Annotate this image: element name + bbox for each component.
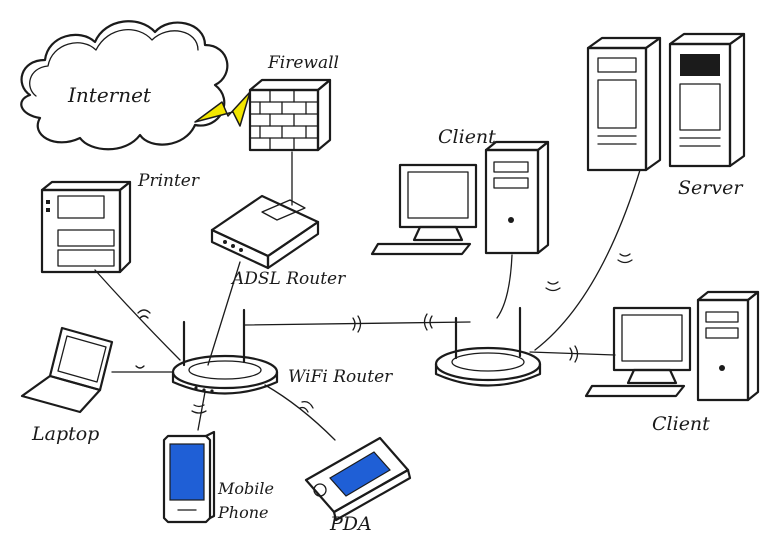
mobile-label-line1: Mobile — [217, 479, 274, 498]
wifi-router-icon — [171, 308, 279, 395]
adsl-router-label: ADSL Router — [230, 269, 346, 289]
printer-label: Printer — [137, 171, 200, 191]
link-wifi-wifi2 — [244, 321, 471, 326]
link-wifi2-server — [534, 169, 641, 351]
laptop-icon — [20, 326, 114, 414]
adsl-router-icon — [210, 194, 320, 270]
mobile-phone-icon — [162, 430, 216, 524]
firewall-label: Firewall — [267, 53, 339, 73]
server-tower-icon — [586, 36, 662, 172]
desktop-computer-icon — [370, 140, 550, 256]
cloud-icon — [20, 20, 229, 151]
wifi-router-label: WiFi Router — [288, 367, 393, 387]
mobile-label-line2: Phone — [217, 503, 268, 522]
connections — [94, 151, 641, 441]
internet-label: Internet — [67, 83, 152, 107]
pda-icon — [304, 436, 412, 522]
printer-icon — [40, 180, 132, 274]
client-right-label: Client — [652, 413, 710, 435]
server-label: Server — [678, 177, 744, 199]
link-adsl-wifi — [207, 261, 241, 366]
desktop-computer-icon — [584, 290, 760, 402]
wireless-signal-icon — [135, 253, 633, 414]
laptop-label: Laptop — [31, 423, 99, 445]
pda-label: PDA — [329, 513, 372, 535]
wifi-router-icon — [434, 306, 542, 387]
link-wifi2-client-top — [496, 254, 513, 319]
link-wifi-mobile — [197, 391, 206, 431]
client-top-label: Client — [438, 126, 496, 148]
link-wifi-pda — [264, 384, 336, 441]
link-printer-wifi — [94, 269, 181, 361]
firewall-icon — [248, 78, 332, 152]
server-tower-icon — [668, 32, 746, 168]
